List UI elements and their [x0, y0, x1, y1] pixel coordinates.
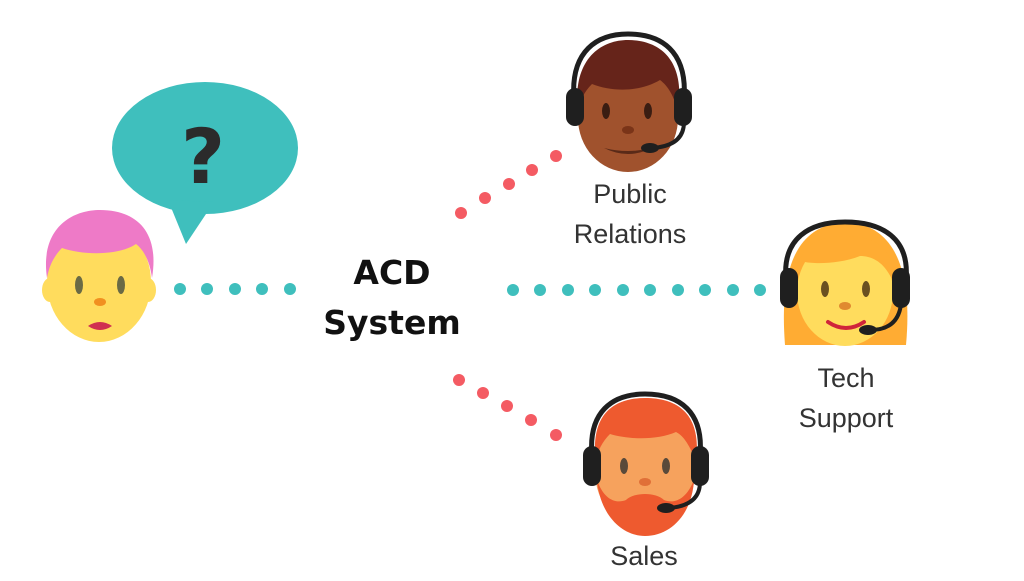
acd-system-line2: System — [323, 303, 461, 342]
tech-support-line1: Tech — [817, 363, 875, 393]
question-mark-icon: ? — [181, 112, 225, 201]
tech-support-agent-icon — [780, 219, 910, 346]
speech-bubble: ? — [112, 82, 298, 244]
tech-support-connector — [507, 284, 766, 296]
public-relations-label: Public Relations — [560, 174, 700, 254]
public-relations-connector — [455, 150, 562, 219]
sales-connector — [453, 374, 562, 441]
tech-support-label: Tech Support — [776, 358, 916, 438]
public-relations-line1: Public — [593, 179, 667, 209]
sales-agent-icon — [583, 391, 709, 536]
acd-system-label: ACD System — [322, 248, 462, 348]
sales-line1: Sales — [610, 541, 678, 571]
public-relations-line2: Relations — [573, 219, 687, 249]
caller-connector — [174, 283, 296, 295]
sales-label: Sales — [574, 536, 714, 576]
caller-avatar-icon — [42, 210, 156, 342]
acd-system-line1: ACD — [353, 253, 431, 292]
tech-support-line2: Support — [798, 403, 894, 433]
public-relations-agent-icon — [566, 31, 692, 172]
